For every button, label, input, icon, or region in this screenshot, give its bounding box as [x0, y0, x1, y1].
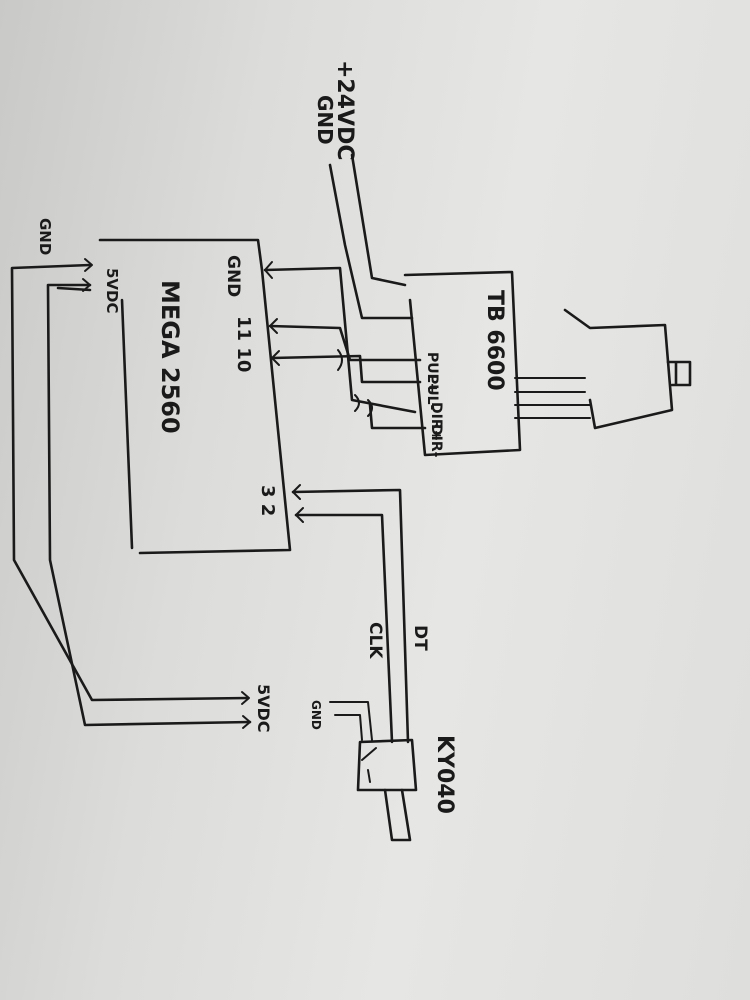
driver-title: TB 6600 [482, 290, 507, 391]
arrowheads-left [82, 258, 93, 292]
encoder-body [356, 738, 418, 792]
encoder-shaft [383, 788, 412, 842]
wire-24vdc [350, 153, 407, 287]
mega-title: MEGA 2560 [156, 280, 184, 434]
label-encoder-5v: 5VDC [254, 684, 273, 733]
crossover-humps [337, 349, 373, 417]
arrowheads-mega-top [264, 261, 280, 366]
wire-5v-rail [46, 283, 252, 727]
wire-dt [291, 488, 410, 744]
label-pul-minus: PUL- [424, 374, 440, 411]
arrowheads-pins-3-2 [292, 484, 304, 523]
label-pins-11-10: 11 10 [233, 316, 254, 372]
label-dir-minus: DIR- [428, 424, 444, 458]
label-dir-plus: DIR+ [428, 402, 444, 441]
encoder-switch [361, 747, 377, 783]
wire-mega-gnd [263, 266, 417, 414]
label-mega-gnd-pin: GND [223, 255, 243, 297]
label-encoder-gnd: GND [309, 700, 323, 730]
wire-pin-11 [268, 324, 422, 362]
mega-board-outline [98, 238, 292, 555]
arrowheads-encoder-power [241, 691, 251, 729]
label-power-gnd: GND [313, 95, 337, 145]
encoder-gnd-lead [329, 701, 373, 741]
stepper-shaft [666, 360, 692, 387]
label-dt: DT [410, 625, 430, 651]
encoder-title: KY040 [432, 735, 457, 814]
wire-gnd-rail [10, 263, 250, 702]
label-pins-3-2: 3 2 [257, 485, 278, 516]
motor-cable [514, 377, 591, 419]
wire-pin-10 [270, 354, 422, 384]
driver-box-outline [403, 270, 522, 457]
label-24vdc: +24VDC [332, 60, 357, 160]
stepper-motor-outline [563, 308, 674, 430]
label-clk: CLK [365, 622, 385, 659]
wire-clk [294, 513, 394, 744]
label-mega-5v-left: 5VDC [103, 268, 121, 314]
wire-power-gnd [328, 163, 414, 320]
label-mega-gnd-left: GND [36, 218, 54, 255]
label-pul-plus: PUL+ [424, 352, 440, 394]
